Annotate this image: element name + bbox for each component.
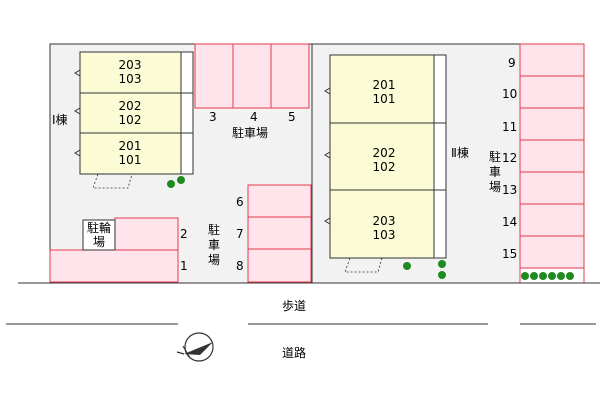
parking-number-5: 5 [288, 110, 296, 124]
parking-space-12 [519, 139, 585, 173]
tree-icon [548, 272, 556, 280]
bicycle-parking-label: 駐輪 場 [86, 221, 111, 249]
sidewalk-label: 歩道 [282, 299, 307, 313]
road-label: 道路 [282, 346, 307, 360]
parking-number-7: 7 [236, 227, 244, 241]
parking-space-7 [247, 216, 312, 250]
parking-number-2: 2 [180, 227, 188, 241]
parking-space-3 [194, 43, 234, 109]
parking-number-4: 4 [250, 110, 258, 124]
parking-space-2 [114, 217, 179, 251]
tree-icon [521, 272, 529, 280]
trees [167, 176, 574, 280]
parking-space-5 [270, 43, 310, 109]
parking-space-14 [519, 203, 585, 237]
tree-icon [539, 272, 547, 280]
parking-spaces [49, 43, 585, 283]
parking-number-8: 8 [236, 259, 244, 273]
parking-space-11 [519, 107, 585, 141]
tree-icon [438, 260, 446, 268]
parking-number-12: 12 [502, 151, 518, 165]
parking-space-9 [519, 43, 585, 77]
parking-number-6: 6 [236, 195, 244, 209]
parking-label: 駐車場 [488, 150, 501, 194]
building-1-name: Ⅰ棟 [52, 113, 68, 127]
tree-icon [167, 180, 175, 188]
parking-space-6 [247, 184, 312, 218]
parking-space-15 [519, 235, 585, 269]
parking-number-3: 3 [209, 110, 217, 124]
tree-icon [403, 262, 411, 270]
bicycle-parking-box [82, 219, 116, 251]
tree-icon [566, 272, 574, 280]
tree-icon [530, 272, 538, 280]
north-arrow-icon [176, 332, 214, 362]
parking-number-11: 11 [502, 120, 518, 134]
parking-label: 駐車場 [207, 223, 220, 267]
parking-number-13: 13 [502, 183, 518, 197]
tree-icon [177, 176, 185, 184]
building-2 [324, 54, 447, 273]
parking-number-9: 9 [508, 56, 516, 70]
parking-label: 駐車場 [232, 126, 269, 140]
tree-icon [438, 271, 446, 279]
parking-space-10 [519, 75, 585, 109]
parking-space-1 [49, 249, 179, 283]
parking-number-14: 14 [502, 215, 518, 229]
parking-number-15: 15 [502, 247, 518, 261]
parking-space-4 [232, 43, 272, 109]
parking-space-13 [519, 171, 585, 205]
tree-icon [557, 272, 565, 280]
parking-number-1: 1 [180, 259, 188, 273]
parking-number-10: 10 [502, 87, 518, 101]
building-2-name: Ⅱ棟 [451, 146, 469, 160]
building-1 [74, 51, 194, 189]
parking-space-8 [247, 248, 312, 283]
